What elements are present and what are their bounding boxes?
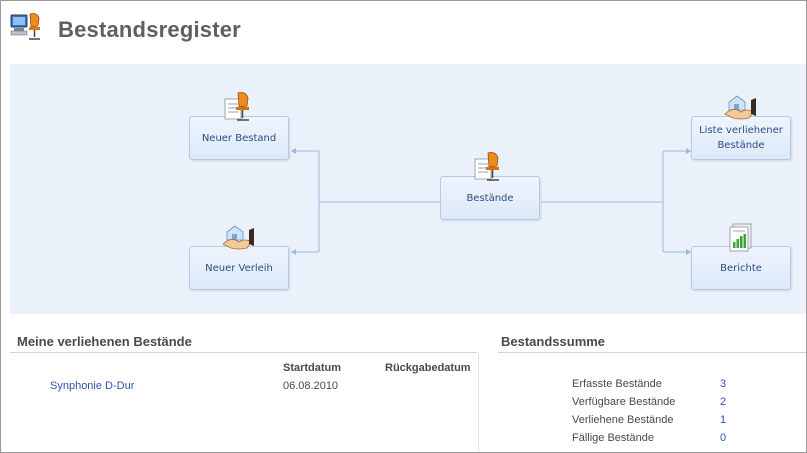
column-header-return-date: Rückgabedatum [385,362,471,374]
page-title: Bestandsregister [58,17,241,42]
summary-label-registered: Erfasste Bestände [572,378,662,390]
connector-lines [291,148,691,255]
summary-value-registered[interactable]: 3 [720,378,727,390]
summary-label-loaned: Verliehene Bestände [572,414,674,426]
summary-section-title: Bestandssumme [501,334,606,349]
new-asset-node[interactable]: Neuer Bestand [189,116,289,160]
office-chair-computer-icon [10,13,40,40]
column-header-start-date: Startdatum [283,362,342,374]
new-asset-label: Neuer Bestand [201,132,277,144]
assets-node[interactable]: Bestände [440,176,540,220]
summary-value-loaned[interactable]: 1 [720,414,727,426]
new-loan-label: Neuer Verleih [205,262,273,274]
office-chair-document-icon [474,152,499,181]
reports-label: Berichte [720,262,762,274]
summary-label-due: Fällige Bestände [572,432,654,444]
loaned-section-title: Meine verliehenen Bestände [17,334,192,349]
summary-value-available[interactable]: 2 [720,396,727,408]
office-chair-document-icon [224,92,249,121]
summary-label-available: Verfügbare Bestände [572,396,676,408]
summary-section-rule [498,352,806,353]
loaned-item-start-date: 06.08.2010 [283,380,339,392]
reports-node[interactable]: Berichte [691,246,791,290]
report-chart-icon [729,223,752,252]
handshake-house-icon [222,225,254,250]
loaned-section-rule [10,352,477,353]
loaned-item-link[interactable]: Synphonie D-Dur [50,380,135,392]
assets-label: Bestände [466,192,514,204]
loaned-list-label: Liste verliehener Bestände [699,125,783,151]
navigation-diagram: Neuer Bestand Neuer Verleih Bestände [10,64,806,314]
loaned-list-node[interactable]: Liste verliehener Bestände [691,116,791,160]
section-divider [478,353,479,452]
handshake-house-icon [724,95,756,120]
summary-value-due[interactable]: 0 [720,432,727,444]
